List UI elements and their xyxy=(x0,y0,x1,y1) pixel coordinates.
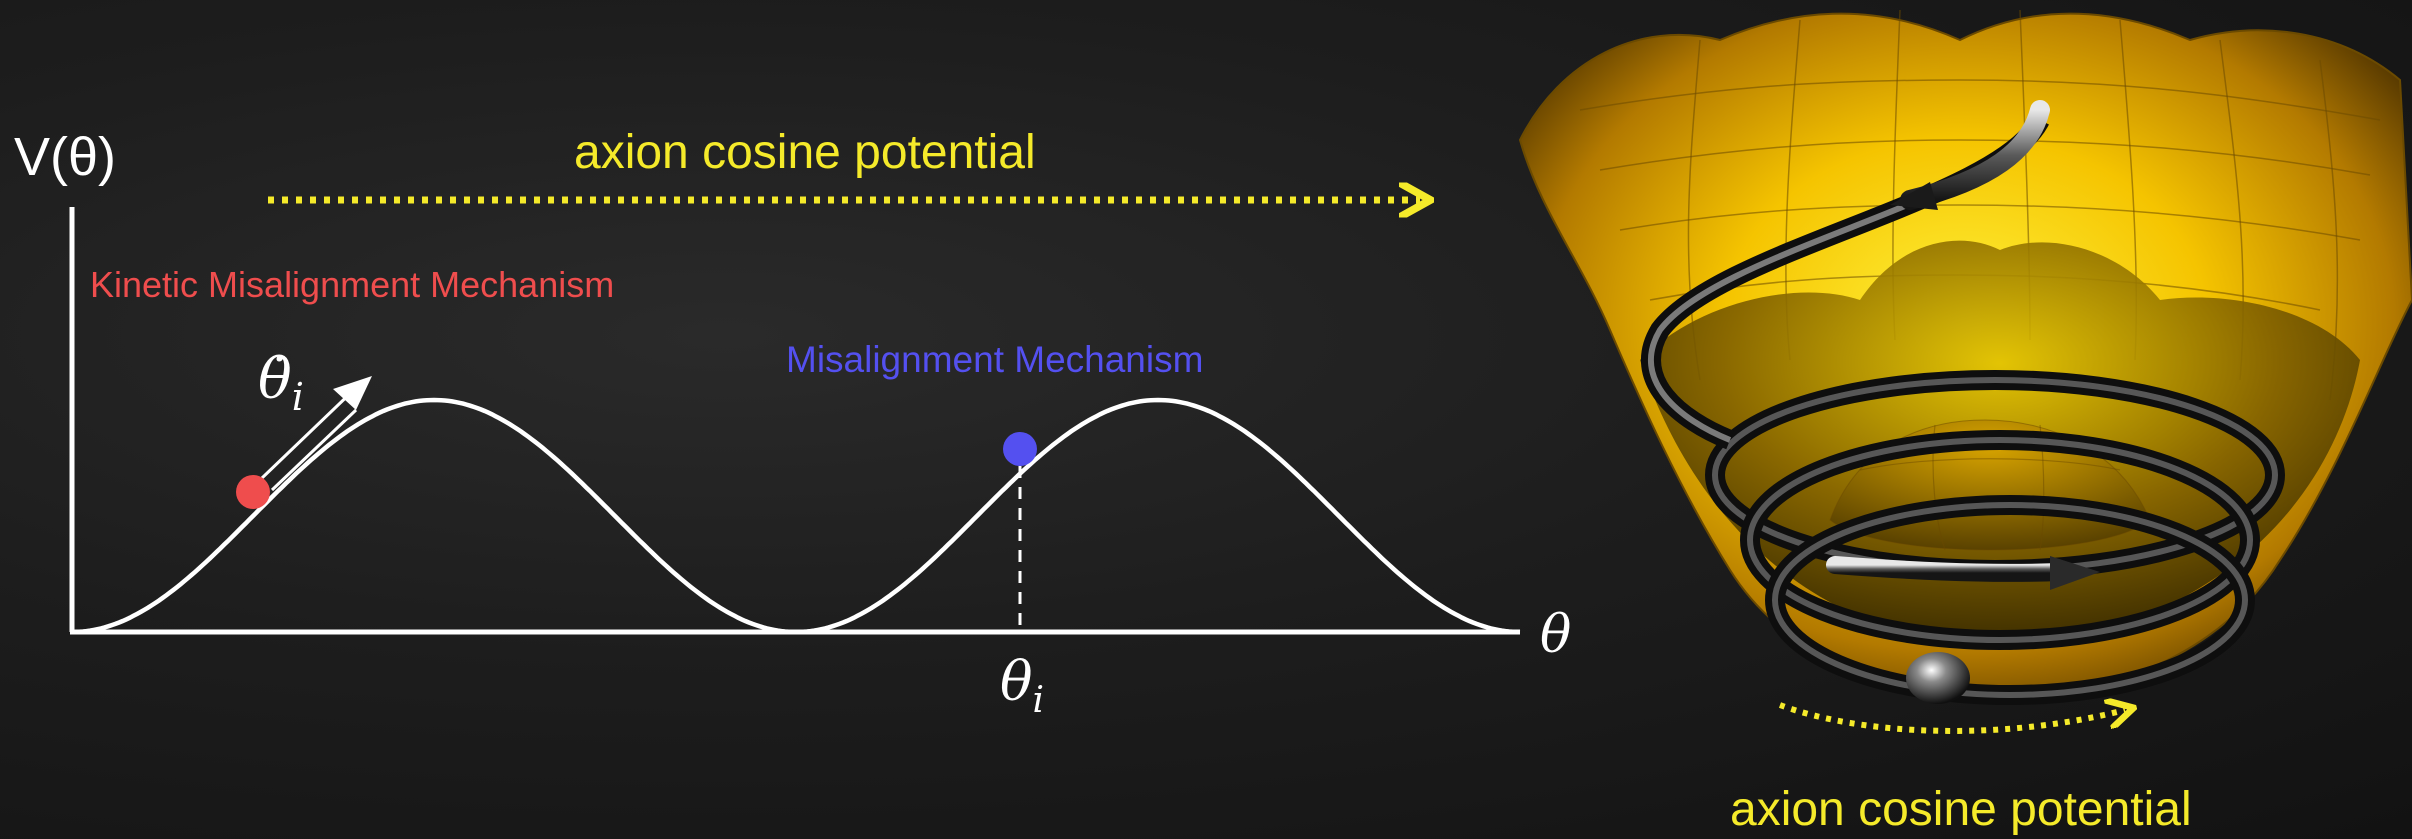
misalignment-field-ball xyxy=(1003,432,1037,466)
velocity-arrowhead xyxy=(333,376,372,410)
velocity-label: θ̇i xyxy=(258,347,304,419)
misalignment-label: Misalignment Mechanism xyxy=(786,339,1203,380)
field-ball xyxy=(1906,652,1970,704)
kinetic-misalignment-label: Kinetic Misalignment Mechanism xyxy=(90,264,614,305)
velocity-arrow xyxy=(260,382,362,480)
mexican-hat-caption: axion cosine potential xyxy=(1730,783,2192,836)
rotation-direction-arrow xyxy=(1778,705,2125,734)
upper-trajectory-arrow xyxy=(1900,100,2050,210)
mexican-hat-potential: axion cosine potential xyxy=(1518,9,2412,836)
upper-arrowhead xyxy=(1890,182,1938,210)
lower-arrowhead xyxy=(2050,556,2100,590)
cosine-potential-curve xyxy=(71,397,1521,635)
velocity-arrow-shaft xyxy=(270,408,358,492)
x-axis-label: θ xyxy=(1540,605,1571,665)
surface-grid xyxy=(1579,9,2381,401)
kinetic-field-ball xyxy=(236,475,270,509)
initial-angle-label: θi xyxy=(1000,650,1044,721)
lower-trajectory-arrow xyxy=(1826,556,2069,582)
potential-plot: V(θ) θ axion cosine potential Kinetic Mi… xyxy=(14,126,1571,721)
potential-title: axion cosine potential xyxy=(574,126,1036,179)
y-axis-label: V(θ) xyxy=(14,127,116,187)
